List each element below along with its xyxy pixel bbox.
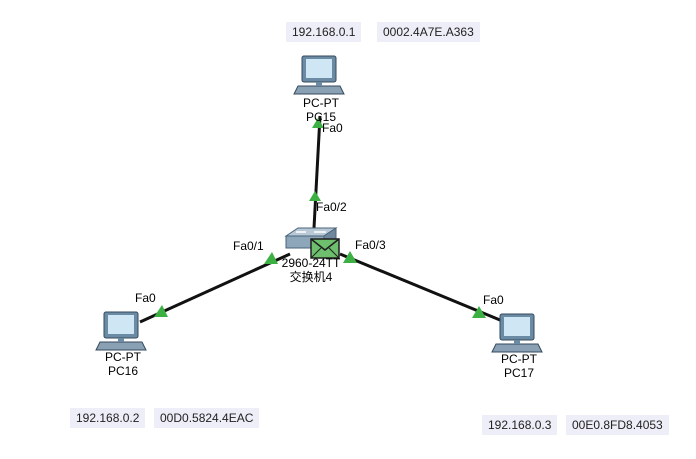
link-status-pc16-end [154,305,168,317]
port-label-sw-fa02: Fa0/2 [316,200,347,214]
port-label-sw-fa01: Fa0/1 [233,239,264,253]
pc16-computer-icon[interactable] [95,311,147,351]
link-pc16-switch[interactable] [139,252,291,324]
pc16-model: PC-PT [105,350,141,364]
note-pc17-ip[interactable]: 192.168.0.3 [482,415,558,435]
port-label-pc15-fa0: Fa0 [322,121,343,135]
note-pc16-ip[interactable]: 192.168.0.2 [70,408,146,428]
pc15-computer-icon[interactable] [293,55,345,95]
pc17-model: PC-PT [501,352,537,366]
switch-name: 交换机4 [289,270,333,284]
pc15-name: PC15 [305,110,337,124]
pc15-label: PC-PT PC15 [296,96,346,124]
link-status-sw-fa03 [343,251,357,263]
link-pc15-switch[interactable] [312,115,322,229]
port-label-sw-fa03: Fa0/3 [355,238,386,252]
link-status-pc15-end [312,118,324,128]
port-label-pc17-fa0: Fa0 [483,293,504,307]
note-pc15-ip[interactable]: 192.168.0.1 [286,22,362,42]
link-pc17-switch[interactable] [339,252,501,322]
pc17-name: PC17 [503,366,535,380]
link-status-pc17-end [472,306,486,318]
link-status-sw-fa02 [309,191,321,201]
pdu-envelope-icon[interactable] [310,238,340,259]
port-label-pc16-fa0: Fa0 [135,291,156,305]
pc17-label: PC-PT PC17 [494,352,544,380]
pc16-label: PC-PT PC16 [98,350,148,378]
switch-label: 2960-24TT 交换机4 [276,256,346,284]
note-pc15-mac[interactable]: 0002.4A7E.A363 [377,22,480,42]
switch-model: 2960-24TT [281,256,341,270]
link-status-sw-fa01 [264,252,278,264]
pc15-model: PC-PT [303,96,339,110]
note-pc16-mac[interactable]: 00D0.5824.4EAC [154,408,260,428]
note-pc17-mac[interactable]: 00E0.8FD8.4053 [566,415,669,435]
pc17-computer-icon[interactable] [491,313,543,353]
pc16-name: PC16 [107,364,139,378]
